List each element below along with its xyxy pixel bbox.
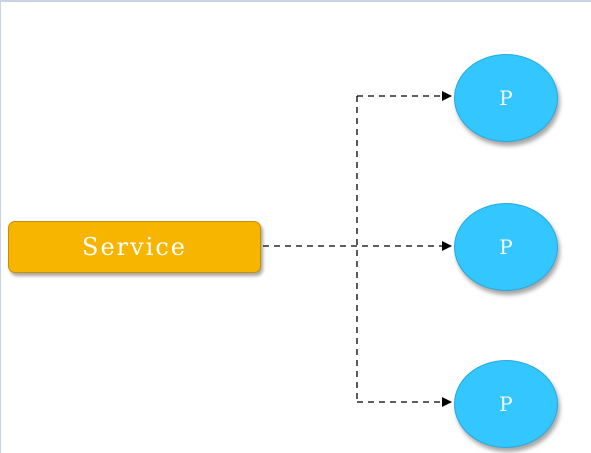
- pod-node-1: P: [454, 54, 558, 142]
- pod-label-3: P: [499, 392, 513, 416]
- pod-label-2: P: [499, 235, 513, 259]
- pod-node-2: P: [454, 203, 558, 291]
- service-label: Service: [82, 233, 187, 261]
- pod-label-1: P: [499, 86, 513, 110]
- pod-node-3: P: [454, 360, 558, 448]
- service-node: Service: [8, 221, 261, 273]
